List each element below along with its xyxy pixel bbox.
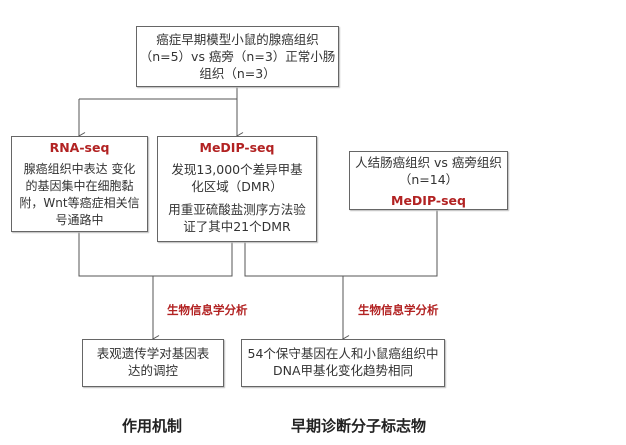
bioinformatics-label-right: 生物信息学分析 [358,303,439,317]
rna-seq-title: RNA-seq [49,140,110,155]
human-box: 人结肠癌组织 vs 癌旁组织 （n=14） MeDIP-seq [349,151,508,210]
bottom-right-line: DNA甲基化变化趋势相同 [272,363,414,378]
human-box-line: （n=14） [398,172,459,187]
bottom-right-box: 54个保守基因在人和小鼠癌组织中 DNA甲基化变化趋势相同 [241,339,445,387]
top-box: 癌症早期模型小鼠的腺癌组织 （n=5）vs 癌旁（n=3）正常小肠 组织（n=3… [136,26,339,87]
connector-top [79,86,238,100]
bioinformatics-label-left: 生物信息学分析 [167,303,248,317]
bottom-left-text: 表观遗传学对基因表达的调控 [96,346,210,378]
connector-right-merge [244,209,438,277]
human-medip-title: MeDIP-seq [391,193,466,208]
connector-left-merge [78,231,233,277]
top-box-line: （n=5）vs 癌旁（n=3）正常小肠 [139,49,336,64]
caption-biomarker: 早期诊断分子标志物 [291,417,427,435]
human-box-line: 人结肠癌组织 vs 癌旁组织 [355,155,502,170]
caption-mechanism: 作用机制 [122,417,183,435]
rna-seq-text: 腺癌组织中表达 变化的基因集中在细胞黏附，Wnt等癌症相关信号通路中 [19,162,140,227]
top-box-line: 癌症早期模型小鼠的腺癌组织 [156,32,319,47]
medip-text-2: 用重亚硫酸盐测序方法验证了其中21个DMR [168,202,306,234]
top-box-line: 组织（n=3） [199,66,276,81]
bottom-left-box: 表观遗传学对基因表达的调控 [82,339,224,387]
bottom-right-line: 54个保守基因在人和小鼠癌组织中 [247,346,439,361]
medip-text-1: 发现13,000个差异甲基化区域（DMR） [171,162,303,194]
medip-seq-box: MeDIP-seq 发现13,000个差异甲基化区域（DMR） 用重亚硫酸盐测序… [157,136,317,242]
medip-seq-title: MeDIP-seq [199,140,275,155]
rna-seq-box: RNA-seq 腺癌组织中表达 变化的基因集中在细胞黏附，Wnt等癌症相关信号通… [11,136,148,232]
